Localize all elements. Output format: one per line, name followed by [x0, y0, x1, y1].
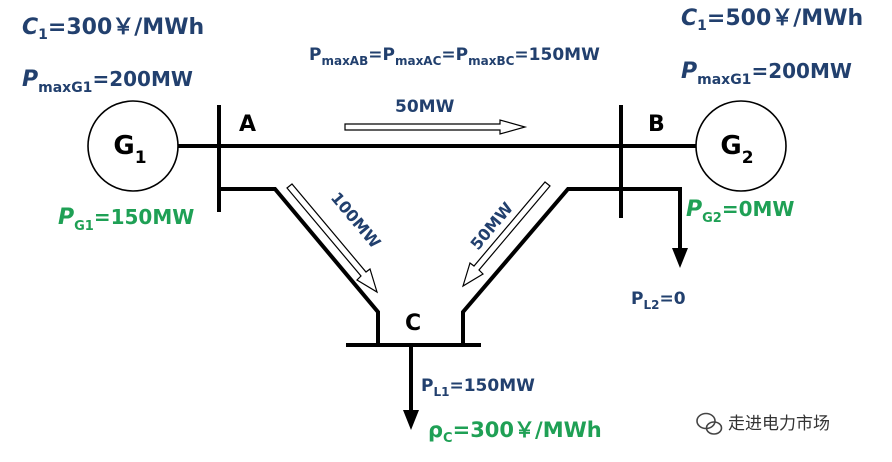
pg1-label: PG1=150MW	[58, 205, 194, 234]
flow-ab-label: 50MW	[395, 97, 455, 117]
node-b-label: B	[648, 112, 665, 137]
node-c-label: C	[405, 311, 421, 336]
line-a-c	[219, 187, 380, 343]
flow-arrows	[286, 119, 551, 294]
flow-arrow-ac	[286, 183, 379, 294]
generator-g2: G2	[695, 100, 787, 192]
load-l2-line	[621, 187, 682, 250]
wechat-icon	[696, 412, 723, 435]
price-c-label: ρC=300￥/MWh	[428, 418, 602, 446]
network-lines	[178, 105, 696, 412]
flow-arrow-bc	[461, 181, 551, 288]
load-l1-arrow	[403, 410, 419, 430]
generator-g1: G1	[87, 100, 179, 192]
g1-cost-label: C1=300￥/MWh	[22, 15, 204, 43]
g2-cost-label: C1=500￥/MWh	[681, 6, 863, 34]
pg2-label: PG2=0MW	[686, 197, 794, 226]
node-a-label: A	[239, 112, 256, 137]
pl1-label: PL1=150MW	[421, 376, 535, 399]
g1-pmax-label: PmaxG1=200MW	[22, 67, 193, 96]
flow-arrow-ab	[344, 119, 528, 135]
load-l2-arrow	[672, 248, 688, 268]
pl2-label: PL2=0	[631, 289, 686, 312]
generator-g2-label: G2	[720, 131, 753, 168]
line-b-c	[461, 187, 621, 343]
watermark: 走进电力市场	[696, 412, 830, 435]
line-limits-label: PmaxAB=PmaxAC=PmaxBC=150MW	[309, 45, 600, 68]
watermark-text: 走进电力市场	[728, 414, 830, 434]
g2-pmax-label: PmaxG1=200MW	[681, 59, 852, 88]
generator-g1-label: G1	[113, 131, 146, 168]
